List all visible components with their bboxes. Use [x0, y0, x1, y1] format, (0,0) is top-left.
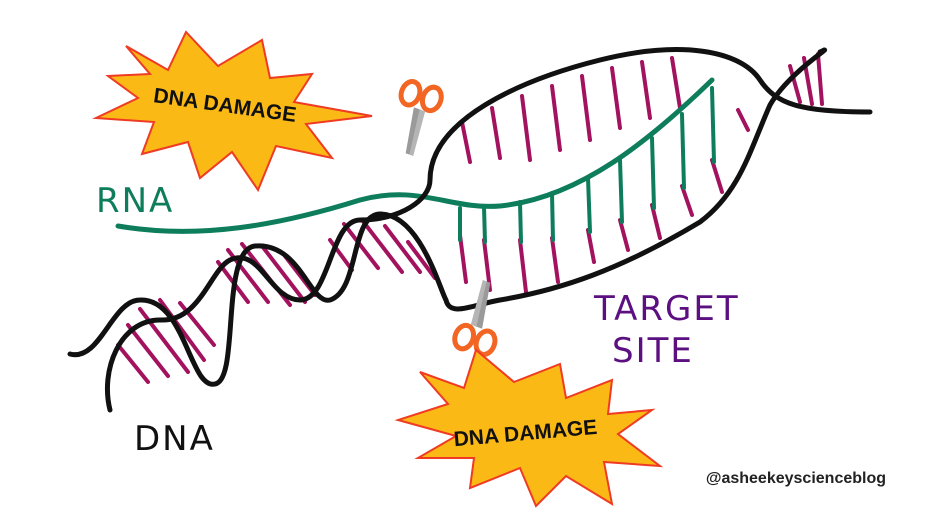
base-pair [736, 108, 750, 132]
dna-label: DNA [134, 419, 215, 459]
base-pair [482, 238, 492, 292]
rna-pair [518, 200, 523, 244]
rna-pair [618, 158, 624, 224]
base-pair [260, 244, 307, 304]
rna-backbone [115, 77, 715, 234]
burst-shape [394, 348, 664, 508]
rna-pair [550, 191, 555, 242]
base-pair [490, 106, 502, 160]
scissors-icon [452, 280, 498, 357]
base-pair [550, 84, 562, 152]
rna-pairs [458, 86, 716, 244]
base-pair [816, 52, 824, 106]
base-pair [406, 240, 437, 280]
base-pair [116, 343, 150, 384]
base-pair [126, 323, 170, 378]
base-pair [586, 228, 596, 264]
base-pair [458, 233, 468, 284]
base-pair [580, 74, 592, 142]
base-pair [520, 94, 532, 162]
base-pair [680, 184, 694, 217]
rna-pair [586, 176, 592, 234]
base-pair [383, 224, 422, 274]
base-pair [342, 222, 380, 270]
burst-shape [92, 30, 373, 193]
scissors-icon [398, 79, 444, 156]
base-pair [610, 66, 622, 130]
base-pair [550, 236, 560, 284]
rna-pair [680, 112, 686, 190]
dna-strand-b [104, 47, 873, 413]
rna-pair [650, 136, 656, 210]
base-pair [360, 218, 404, 274]
rna-strand [115, 77, 716, 244]
dna-damage-burst-bottom: DNA DAMAGE [394, 348, 664, 508]
rna-label: RNA [96, 181, 174, 221]
credit-text: @asheekeyscienceblog [706, 470, 886, 487]
target-site-label-line2: SITE [612, 331, 694, 371]
dna-strand-a [67, 47, 828, 387]
base-pair [460, 120, 472, 164]
rna-pair [710, 86, 716, 164]
base-pair [788, 64, 802, 104]
base-pair [640, 60, 652, 120]
base-pair [710, 158, 724, 194]
dna-backbone [67, 47, 873, 413]
base-pair [650, 203, 662, 240]
base-pair [670, 56, 682, 110]
dna-damage-burst-top: DNA DAMAGE [92, 30, 373, 193]
base-pair [518, 238, 528, 294]
rna-pair [482, 205, 487, 244]
base-pair [618, 218, 630, 252]
target-site-label-line1: TARGET [593, 289, 740, 329]
